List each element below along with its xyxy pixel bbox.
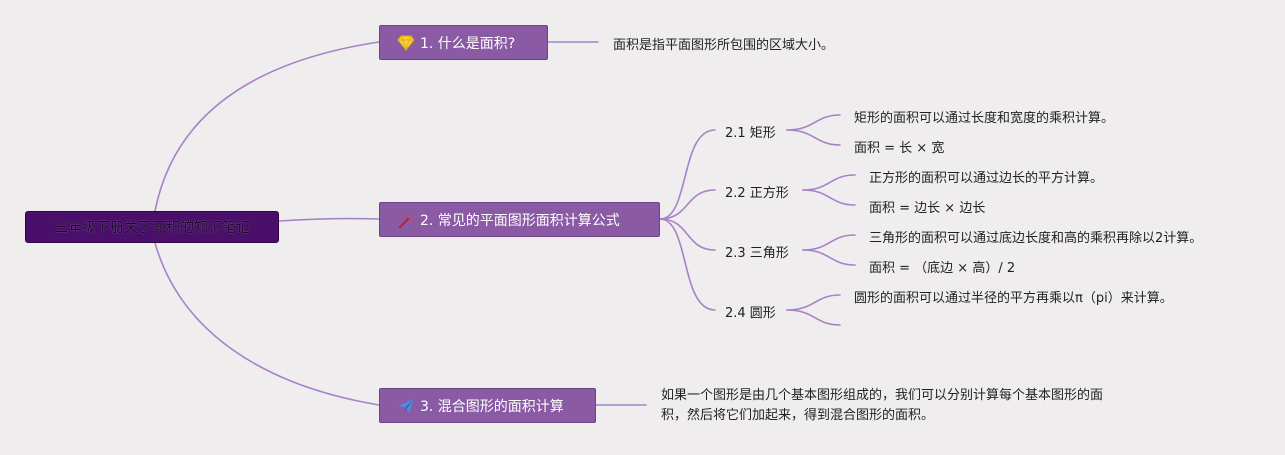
root-label: 三年级下册关于面积的知识笔记 <box>54 220 250 236</box>
branch-node-1[interactable]: 1. 什么是面积? <box>379 25 548 60</box>
link-branch2-sub3 <box>659 218 716 251</box>
sub-label-2-4: 2.4 圆形 <box>725 306 776 321</box>
sub-node-2-4[interactable]: 2.4 圆形 <box>725 302 776 321</box>
root-node[interactable]: 三年级下册关于面积的知识笔记 <box>25 211 279 243</box>
leaf-text: 面积 = （底边 × 高）/ 2 <box>869 261 1016 276</box>
leaf-2-3-1: 三角形的面积可以通过底边长度和高的乘积再除以2计算。 <box>869 227 1202 246</box>
branch-node-2[interactable]: 2. 常见的平面图形面积计算公式 <box>379 202 660 237</box>
gem-icon <box>396 33 416 53</box>
sub-label-2-2: 2.2 正方形 <box>725 186 789 201</box>
leaf-text: 正方形的面积可以通过边长的平方计算。 <box>869 171 1104 186</box>
leaf-text: 面积 = 长 × 宽 <box>854 141 945 156</box>
link-root-branch2 <box>278 217 380 222</box>
leaf-2-1-2: 面积 = 长 × 宽 <box>854 137 944 156</box>
link-sub3-leaf1 <box>802 234 856 251</box>
leaf-2-1-1: 矩形的面积可以通过长度和宽度的乘积计算。 <box>854 107 1114 126</box>
link-root-branch1 <box>154 41 380 212</box>
branch3-note-line1: 如果一个图形是由几个基本图形组成的，我们可以分别计算每个基本图形的面 <box>661 388 1104 403</box>
branch1-note-text: 面积是指平面图形所包围的区域大小。 <box>613 38 835 53</box>
leaf-text: 三角形的面积可以通过底边长度和高的乘积再除以2计算。 <box>869 231 1203 246</box>
sub-node-2-1[interactable]: 2.1 矩形 <box>725 122 776 141</box>
leaf-text: 面积 = 边长 × 边长 <box>869 201 986 216</box>
branch-label-3: 3. 混合图形的面积计算 <box>420 398 564 415</box>
sub-node-2-2[interactable]: 2.2 正方形 <box>725 182 789 201</box>
link-branch2-sub4 <box>659 218 716 311</box>
leaf-2-4-1: 圆形的面积可以通过半径的平方再乘以π（pi）来计算。 <box>854 287 1173 306</box>
paper-plane-icon <box>396 396 416 416</box>
magic-wand-icon <box>396 210 416 230</box>
link-branch2-sub2 <box>659 189 716 220</box>
sub-node-2-3[interactable]: 2.3 三角形 <box>725 242 789 261</box>
link-root-branch3 <box>154 242 380 406</box>
branch-label-2: 2. 常见的平面图形面积计算公式 <box>420 212 620 229</box>
link-sub3-leaf2 <box>802 249 856 266</box>
branch3-note-line2: 积，然后将它们加起来，得到混合图形的面积。 <box>661 408 935 423</box>
branch-label-1: 1. 什么是面积? <box>420 35 516 52</box>
link-sub2-leaf2 <box>802 189 856 206</box>
leaf-text: 圆形的面积可以通过半径的平方再乘以π（pi）来计算。 <box>854 291 1173 306</box>
sub-label-2-3: 2.3 三角形 <box>725 246 789 261</box>
sub-label-2-1: 2.1 矩形 <box>725 126 776 141</box>
branch-node-3[interactable]: 3. 混合图形的面积计算 <box>379 388 596 423</box>
branch1-note: 面积是指平面图形所包围的区域大小。 <box>613 34 834 53</box>
link-sub1-leaf2 <box>786 129 841 146</box>
link-branch2-sub1 <box>659 129 716 220</box>
link-sub4-leaf1 <box>786 294 841 311</box>
branch3-note: 如果一个图形是由几个基本图形组成的，我们可以分别计算每个基本图形的面 积，然后将… <box>661 386 1151 426</box>
link-sub2-leaf1 <box>802 174 856 191</box>
leaf-2-2-1: 正方形的面积可以通过边长的平方计算。 <box>869 167 1103 186</box>
link-sub1-leaf1 <box>786 114 841 131</box>
leaf-2-3-2: 面积 = （底边 × 高）/ 2 <box>869 257 1015 276</box>
leaf-2-2-2: 面积 = 边长 × 边长 <box>869 197 985 216</box>
leaf-text: 矩形的面积可以通过长度和宽度的乘积计算。 <box>854 111 1115 126</box>
link-sub4-leaf2 <box>786 309 841 326</box>
